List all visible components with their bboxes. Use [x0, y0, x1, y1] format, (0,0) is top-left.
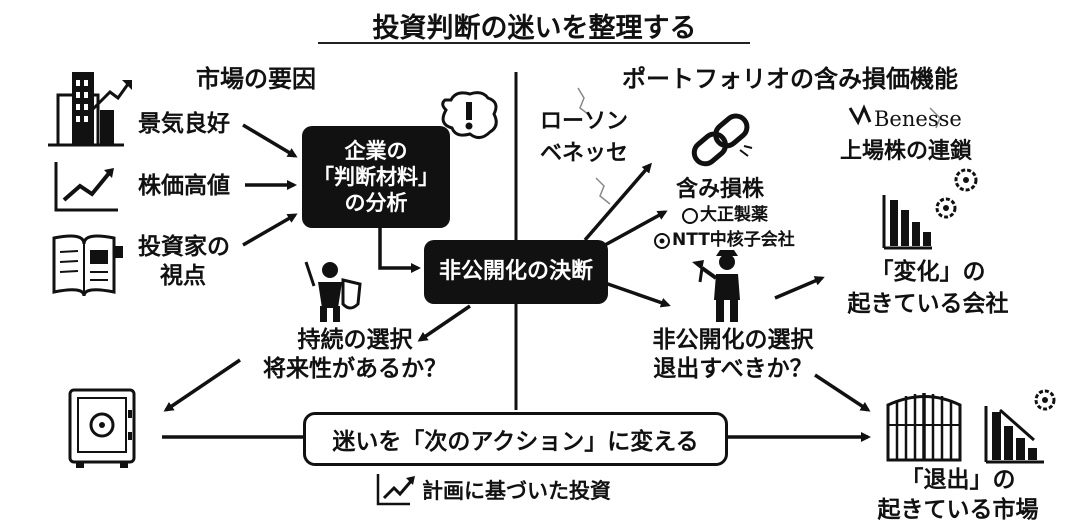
arrow-to-safe: [163, 358, 241, 412]
newspaper-icon: [52, 234, 123, 297]
lumberjack-icon: [692, 250, 740, 322]
factor-label-3: 投資家の: [138, 234, 230, 260]
changing-line-2: 起きている会社: [847, 291, 1009, 317]
analysis-line-3: の分析: [344, 191, 408, 216]
safe-icon: [68, 388, 136, 468]
continue-line-2: 将来性があるか？: [263, 356, 447, 382]
decision-box: 非公開化の決断: [424, 240, 608, 304]
changing-line-1: 「変化」の: [870, 259, 986, 285]
left-heading: 市場の要因: [196, 65, 316, 93]
arrow-analysis-to-decision: [378, 228, 421, 273]
action-bar: 迷いを「次のアクション」に変える: [303, 412, 728, 466]
bar-chart-gears-icon: [882, 168, 978, 250]
line-chart-icon: [54, 162, 118, 212]
arrow-to-unrealized: [604, 210, 668, 247]
benesse-logo-text: Benesse: [874, 107, 962, 131]
factor-label-2: 株価高値: [138, 173, 230, 199]
delist-line-2: 退出すべきか？: [653, 356, 813, 382]
analysis-line-1: 企業の: [344, 138, 408, 163]
unrealized-item-1: 大正製薬: [700, 205, 768, 225]
declining-bars-icon: [984, 389, 1056, 464]
factor-label-1: 景気良好: [138, 111, 230, 137]
unrealized-label: 含み損株: [676, 177, 765, 202]
arrow-factor-1: [242, 123, 298, 158]
gate-icon: [886, 393, 962, 462]
arrow-to-company-a: [583, 162, 652, 242]
analysis-box: 企業の 「判断材料」 の分析: [302, 126, 450, 228]
page-title: 投資判断の迷いを整理する: [372, 13, 697, 44]
arrow-factor-3: [242, 213, 298, 247]
exit-market-line-2: 起きている市場: [877, 497, 1039, 523]
ntt-logo-icon: [654, 233, 670, 249]
company-a-line-1: ローソン: [540, 109, 629, 134]
exclamation-bubble-icon: [441, 91, 498, 139]
right-heading: ポートフォリオの含み損価機能: [622, 65, 958, 93]
unrealized-item-2: NTT中核子会社: [672, 230, 795, 250]
continue-line-1: 持続の選択: [297, 327, 413, 353]
title-underline: [318, 42, 750, 44]
arrow-to-changing: [774, 276, 825, 300]
crack-decoration: [577, 87, 941, 205]
planned-label: 計画に基づいた投資: [422, 479, 611, 503]
chain-link-icon: [691, 113, 750, 167]
benesse-logo-icon: [848, 104, 872, 126]
chain-label: 上場株の連鎖: [840, 139, 973, 164]
arrow-to-gate: [814, 373, 871, 412]
analysis-line-2: 「判断材料」: [313, 164, 439, 189]
arrow-to-continue: [417, 304, 471, 342]
delist-line-1: 非公開化の選択: [652, 327, 814, 353]
arrow-to-delist: [604, 281, 671, 308]
building-growth-icon: [48, 72, 132, 147]
planned-chart-icon: [376, 474, 415, 506]
knight-icon: [304, 261, 362, 322]
company-a-line-2: ベネッセ: [540, 141, 629, 166]
exit-market-line-1: 「退出」の: [900, 467, 1016, 493]
factor-label-4: 視点: [160, 263, 206, 289]
taisho-logo-icon: [682, 208, 698, 224]
